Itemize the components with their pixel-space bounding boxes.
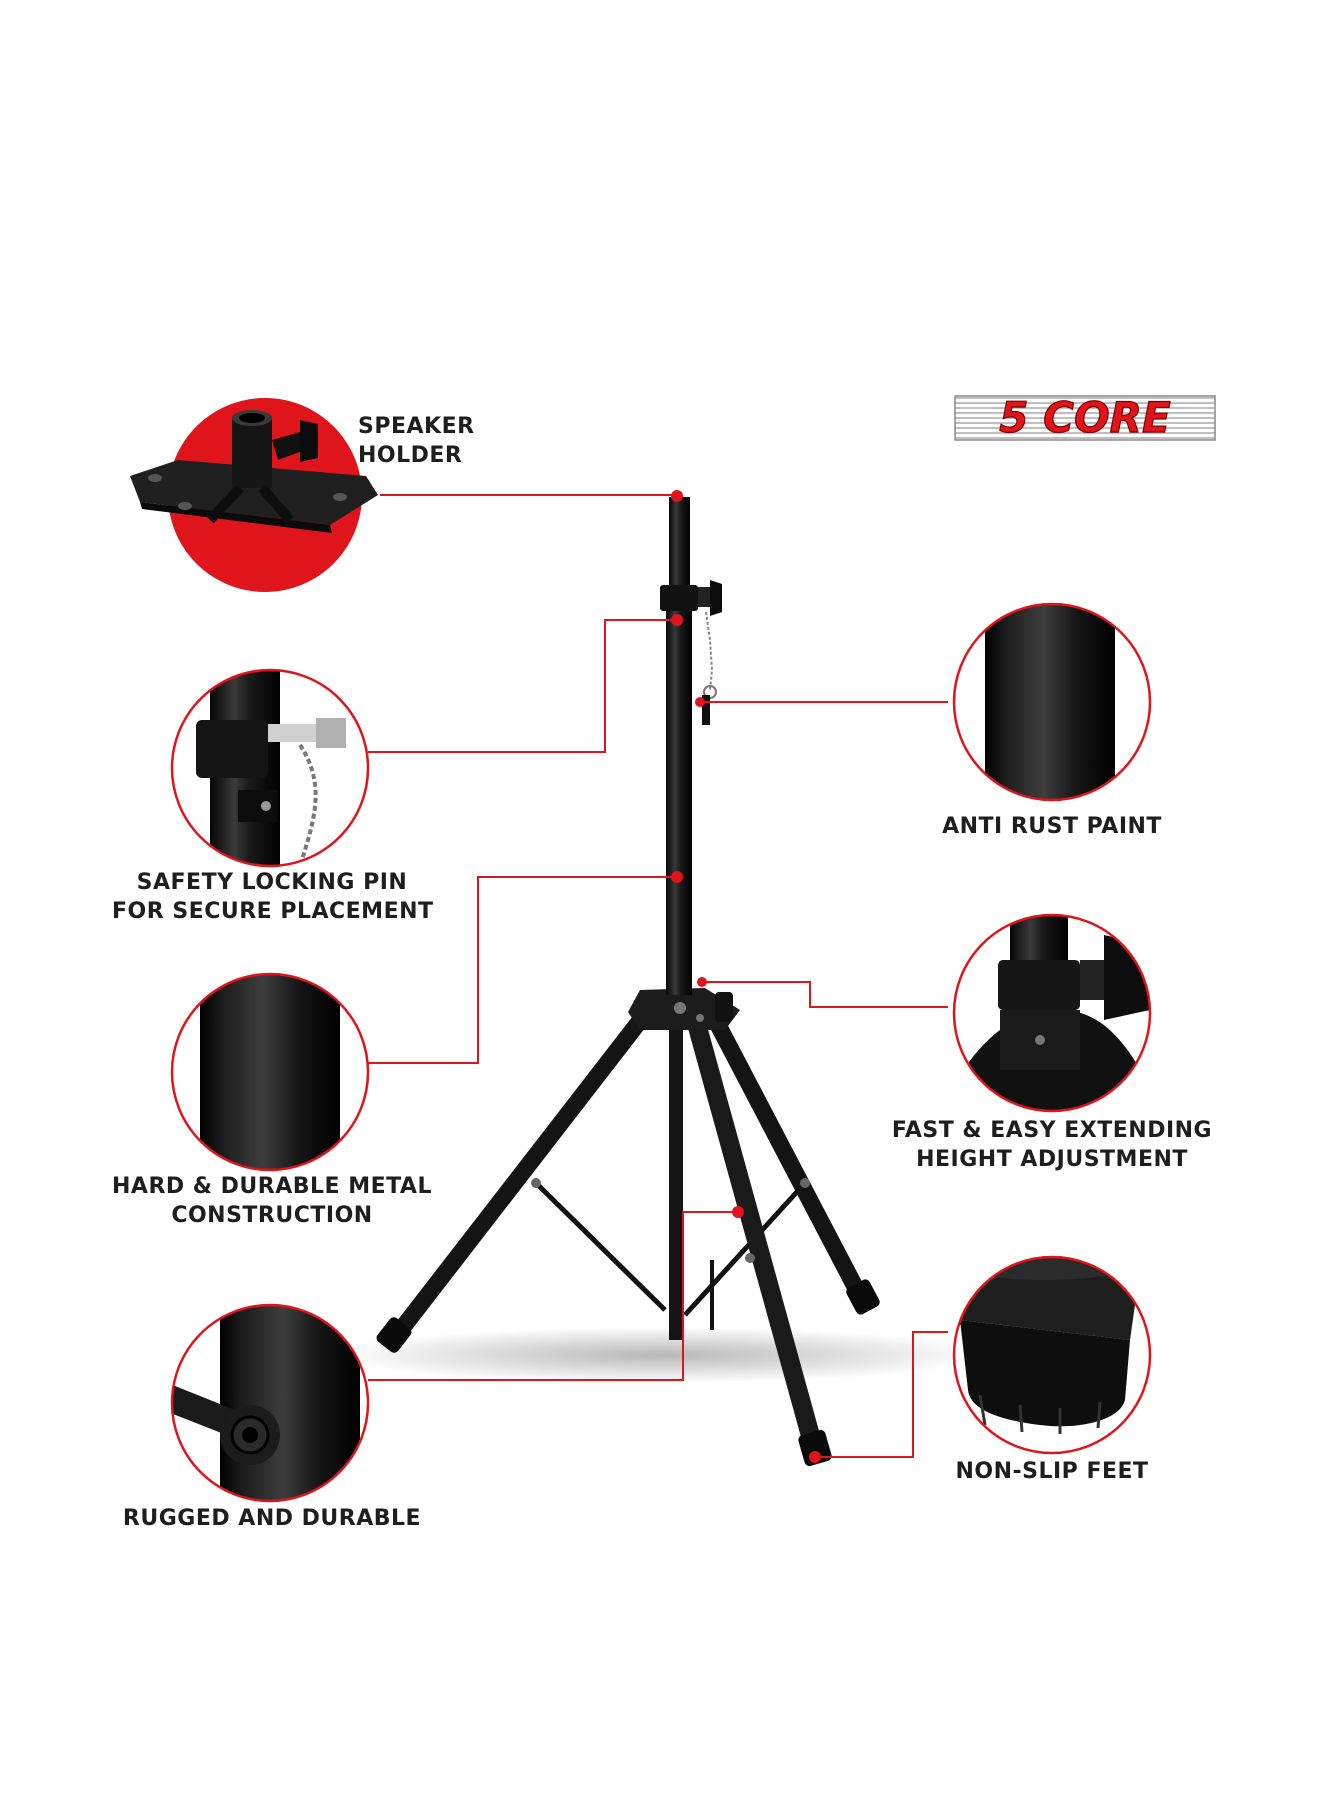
- left-leg: [384, 991, 665, 1349]
- callout-dots: [671, 490, 821, 1463]
- cross-brace: [534, 1181, 667, 1312]
- foot: [846, 1279, 880, 1315]
- floor-shadow: [330, 1327, 990, 1383]
- upper-tube: [669, 497, 690, 602]
- right-leg: [696, 991, 871, 1309]
- callout-lines: [368, 494, 948, 1458]
- safety-locking-pin-circle: [170, 668, 370, 868]
- label-non-slip-feet: NON-SLIP FEET: [955, 1459, 1149, 1484]
- mount-socket: [232, 418, 272, 488]
- callout-line-height-adjust: [700, 981, 948, 1008]
- mount-plate: [130, 460, 378, 525]
- height-collar: [660, 585, 698, 611]
- front-leg: [680, 990, 825, 1462]
- label-height-adjustment: FAST & EASY EXTENDING HEIGHT ADJUSTMENT: [891, 1118, 1213, 1172]
- callout-line-hard-durable: [368, 876, 676, 1064]
- label-safety-locking-pin: SAFETY LOCKING PIN FOR SECURE PLACEMENT: [112, 870, 434, 924]
- cross-brace: [683, 1181, 807, 1317]
- height-adjustment-circle: [952, 913, 1152, 1113]
- brand-logo: 5 CORE: [954, 392, 1216, 443]
- label-speaker-holder: SPEAKER HOLDER: [358, 414, 475, 468]
- lower-tube: [666, 600, 692, 995]
- non-slip-feet-circle: [952, 1255, 1152, 1455]
- label-anti-rust-paint: ANTI RUST PAINT: [942, 814, 1162, 839]
- callout-line-rugged: [368, 1211, 738, 1381]
- hard-durable-metal-circle: [170, 972, 370, 1172]
- callout-line-non-slip: [815, 1331, 948, 1458]
- callout-line-safety-pin: [368, 619, 676, 753]
- speaker-holder-badge: [130, 398, 378, 592]
- foot: [376, 1317, 412, 1353]
- anti-rust-paint-circle: [952, 602, 1152, 802]
- label-rugged-durable: RUGGED AND DURABLE: [122, 1506, 422, 1531]
- label-hard-durable-metal: HARD & DURABLE METAL CONSTRUCTION: [112, 1174, 432, 1228]
- locking-knob: [710, 580, 722, 616]
- rugged-durable-circle: [170, 1303, 370, 1503]
- logo-text: 5 CORE: [999, 393, 1171, 442]
